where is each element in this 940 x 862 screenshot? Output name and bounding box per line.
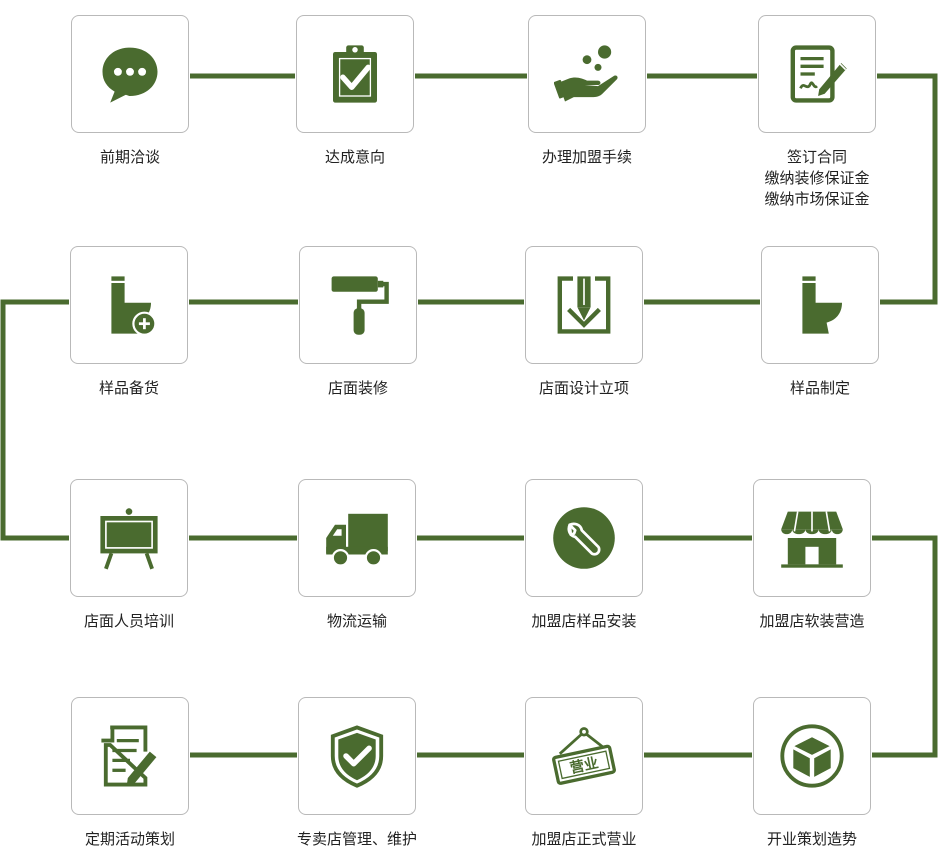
step-box-5 — [70, 246, 188, 364]
step-box-15: 营业 — [525, 697, 643, 815]
hand-coins-icon — [554, 45, 618, 102]
step-label-14: 专卖店管理、维护 — [296, 830, 417, 848]
wrench-icon — [553, 507, 615, 569]
step-box-1 — [71, 15, 189, 133]
paint-roller-icon — [331, 276, 389, 335]
step-label-5: 样品备货 — [98, 379, 159, 397]
step-box-12 — [753, 479, 871, 597]
step-label-3: 办理加盟手续 — [541, 148, 632, 166]
step-label-10: 物流运输 — [326, 612, 387, 630]
contract-sign-icon — [790, 45, 847, 103]
design-pen-icon — [557, 276, 611, 334]
clipboard-check-icon — [333, 45, 377, 103]
step-label-6: 店面装修 — [327, 379, 388, 397]
step-box-7 — [525, 246, 643, 364]
step-label-8: 样品制定 — [789, 379, 850, 397]
step-box-4 — [758, 15, 876, 133]
toilet-icon — [802, 276, 842, 334]
open-sign-icon: 营业 — [552, 727, 616, 785]
step-box-11 — [525, 479, 643, 597]
toilet-add-icon — [111, 276, 157, 336]
shield-check-icon — [330, 725, 384, 788]
step-box-16 — [753, 697, 871, 815]
step-label-9: 店面人员培训 — [83, 612, 174, 630]
step-label-2: 达成意向 — [324, 148, 385, 166]
storefront-icon — [781, 511, 843, 568]
step-box-9 — [70, 479, 188, 597]
step-label-13: 定期活动策划 — [84, 830, 175, 848]
delivery-truck-icon — [326, 513, 388, 567]
step-label-7: 店面设计立项 — [538, 379, 629, 397]
step-label-11: 加盟店样品安装 — [531, 612, 637, 630]
step-label-15: 加盟店正式营业 — [531, 830, 637, 848]
step-box-10 — [298, 479, 416, 597]
step-box-3 — [528, 15, 646, 133]
step-box-6 — [299, 246, 417, 364]
step-label-4: 签订合同 缴纳装修保证金 缴纳市场保证金 — [764, 148, 870, 208]
open-sign-text: 营业 — [568, 754, 600, 777]
chat-bubble-icon — [102, 47, 158, 103]
step-box-8 — [761, 246, 879, 364]
easel-board-icon — [100, 508, 158, 570]
step-label-12: 加盟店软装营造 — [759, 612, 865, 630]
step-box-14 — [298, 697, 416, 815]
document-edit-icon — [101, 725, 157, 787]
step-box-13 — [71, 697, 189, 815]
step-label-1: 前期洽谈 — [99, 148, 160, 166]
step-box-2 — [296, 15, 414, 133]
step-label-16: 开业策划造势 — [766, 830, 857, 848]
cube-icon — [780, 724, 844, 788]
